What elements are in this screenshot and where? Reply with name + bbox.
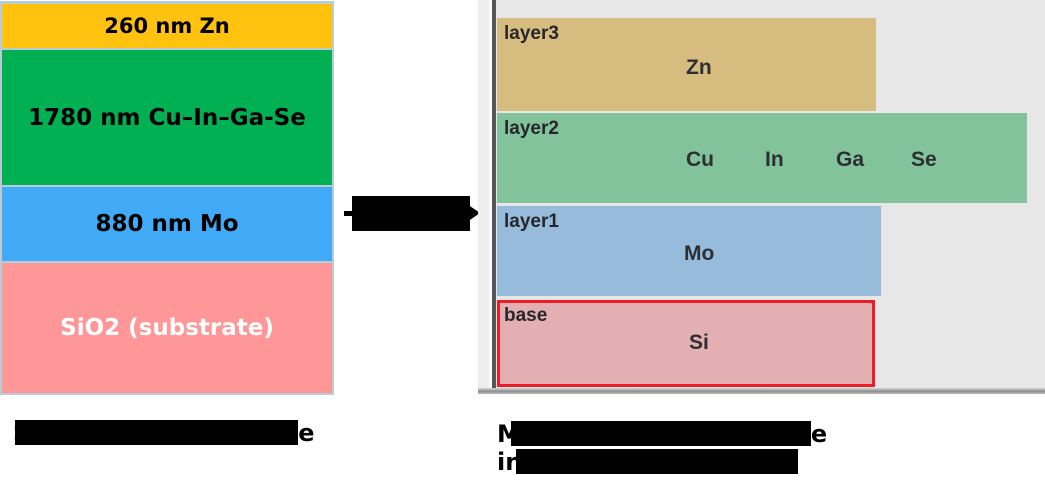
row-name-layer3: layer3 [504, 23, 559, 44]
right-caption-line1-redaction [510, 421, 811, 446]
layer-cigs: 1780 nm Cu–In–Ga-Se [2, 50, 332, 185]
layer-zn: 260 nm Zn [2, 4, 332, 48]
panel-row-layer3[interactable]: layer3 Zn [497, 18, 876, 111]
row-name-layer1: layer1 [504, 211, 559, 232]
element-cu: Cu [686, 148, 714, 171]
panel-axis-line [492, 0, 496, 388]
right-caption-line1-suffix: e [810, 419, 828, 448]
layer-substrate-label: SiO2 (substrate) [60, 315, 274, 341]
panel-left-margin [478, 0, 489, 388]
redacted-arrow-label [352, 196, 470, 231]
right-caption: M e in [497, 419, 828, 476]
element-zn: Zn [686, 56, 712, 79]
element-si: Si [689, 331, 709, 354]
layer-mo-label: 880 nm Mo [95, 211, 239, 237]
panel-row-base-selected[interactable]: base Si [497, 300, 875, 387]
left-caption-redaction [15, 420, 299, 445]
element-in: In [765, 148, 784, 171]
right-caption-line2-redaction [516, 449, 799, 474]
layer-mo: 880 nm Mo [2, 187, 332, 261]
panel-left-sliver [489, 0, 492, 388]
panel-row-layer2[interactable]: layer2 Cu In Ga Se [497, 113, 1027, 203]
sample-structure-stack: 260 nm Zn 1780 nm Cu–In–Ga-Se 880 nm Mo … [0, 1, 334, 395]
element-ga: Ga [836, 148, 865, 171]
left-caption-suffix: e [298, 418, 315, 447]
layer-substrate: SiO2 (substrate) [2, 263, 332, 393]
left-caption: S e [13, 418, 315, 447]
panel-row-layer1[interactable]: layer1 Mo [497, 206, 881, 296]
row-name-base: base [504, 305, 548, 326]
layer-cigs-label: 1780 nm Cu–In–Ga-Se [28, 104, 306, 131]
row-name-layer2: layer2 [504, 118, 559, 139]
panel-bottom-edge [478, 388, 1045, 394]
layer-zn-label: 260 nm Zn [104, 14, 230, 38]
arrow-head-icon [467, 204, 480, 222]
element-se: Se [911, 148, 937, 171]
software-layer-panel: layer3 Zn layer2 Cu In Ga Se layer1 Mo b… [478, 0, 1045, 388]
element-mo: Mo [684, 242, 715, 265]
